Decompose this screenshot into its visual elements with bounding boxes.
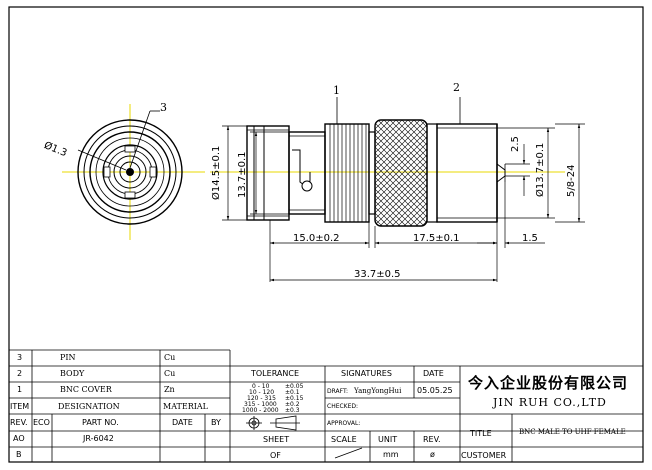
date-header: DATE xyxy=(423,369,444,378)
sheet-label: SHEET xyxy=(263,435,290,444)
eco-label: ECO xyxy=(33,418,50,427)
bom-item-1: 1 xyxy=(17,385,23,394)
tol-range-1: 0 - 10 xyxy=(252,383,270,390)
sheet-rev-value: ø xyxy=(430,450,435,459)
bom-item-3: 3 xyxy=(17,353,23,362)
title-label: TITLE xyxy=(470,429,492,438)
dim-17-5: 17.5±0.1 xyxy=(413,233,460,244)
dim-dia-14-5: Ø14.5±0.1 xyxy=(211,145,222,200)
sheet-value: OF xyxy=(270,451,281,460)
dim-thread: 5/8-24 xyxy=(566,164,577,197)
unit-label: UNIT xyxy=(378,435,398,444)
dimension-lines xyxy=(222,123,585,282)
tol-value-4: ±0.2 xyxy=(285,401,300,408)
signatures-title: SIGNATURES xyxy=(341,369,392,378)
tol-range-2: 10 - 120 xyxy=(249,389,275,396)
draft-label: DRAFT: xyxy=(327,388,349,395)
tol-range-5: 1000 - 2000 xyxy=(242,407,279,414)
bom-material-2: Cu xyxy=(164,369,176,378)
tol-value-3: ±0.15 xyxy=(285,395,304,402)
dim-15-0: 15.0±0.2 xyxy=(293,233,340,244)
bom-header-designation: DESIGNATION xyxy=(58,402,120,411)
callout-2: 2 xyxy=(453,81,460,94)
draft-name: YangYongHui xyxy=(354,387,402,395)
end-view xyxy=(62,104,205,240)
draft-date: 05.05.25 xyxy=(417,386,453,395)
scale-label: SCALE xyxy=(331,435,357,444)
unit-value: mm xyxy=(383,450,399,459)
customer-label: CUSTOMER xyxy=(461,451,507,460)
company-name-cn: 今入企业股份有限公司 xyxy=(468,374,629,392)
tol-range-3: 120 - 315 xyxy=(247,395,276,402)
rev-ao: AO xyxy=(13,434,25,443)
part-no-value: JR-6042 xyxy=(83,434,114,443)
rev-label: REV. xyxy=(10,418,28,427)
sheet-border xyxy=(8,6,644,463)
approval-label: APPROVAL: xyxy=(327,420,361,427)
tol-value-5: ±0.3 xyxy=(285,407,300,414)
dim-13-7-left: 13.7±0.1 xyxy=(237,151,248,198)
by-label: BY xyxy=(211,418,221,427)
bom-designation-3: PIN xyxy=(60,353,76,362)
bom-header-material: MATERIAL xyxy=(163,402,208,411)
dim-1-5: 1.5 xyxy=(522,233,538,244)
title-value: BNC MALE TO UHF FEMALE xyxy=(519,428,626,436)
bom-header-item: ITEM xyxy=(10,402,30,411)
sheet-rev-label: REV. xyxy=(423,435,441,444)
bom-material-3: Cu xyxy=(164,353,176,362)
company-name-en: JIN RUH CO.,LTD xyxy=(493,396,607,409)
tol-value-1: ±0.05 xyxy=(285,383,304,390)
checked-label: CHECKED: xyxy=(327,403,359,410)
bom-material-1: Zn xyxy=(164,385,175,394)
bom-designation-1: BNC COVER xyxy=(60,385,112,394)
tol-value-2: ±0.1 xyxy=(285,389,300,396)
tol-range-4: 315 - 1000 xyxy=(244,401,277,408)
title-block-grid xyxy=(9,349,643,462)
dim-13-7-right: Ø13.7±0.1 xyxy=(535,142,546,197)
dim-2-5: 2.5 xyxy=(510,136,521,152)
tolerance-title: TOLERANCE xyxy=(251,369,300,378)
bom-designation-2: BODY xyxy=(60,369,85,378)
bom-item-2: 2 xyxy=(17,369,23,378)
side-view xyxy=(210,97,565,227)
projection-symbol xyxy=(246,415,300,431)
part-no-label: PART NO. xyxy=(82,418,119,427)
dim-total-length: 33.7±0.5 xyxy=(354,269,401,280)
callout-1: 1 xyxy=(333,84,340,97)
rev-b: B xyxy=(16,450,22,459)
callout-3: 3 xyxy=(160,101,167,114)
date-label: DATE xyxy=(172,418,193,427)
